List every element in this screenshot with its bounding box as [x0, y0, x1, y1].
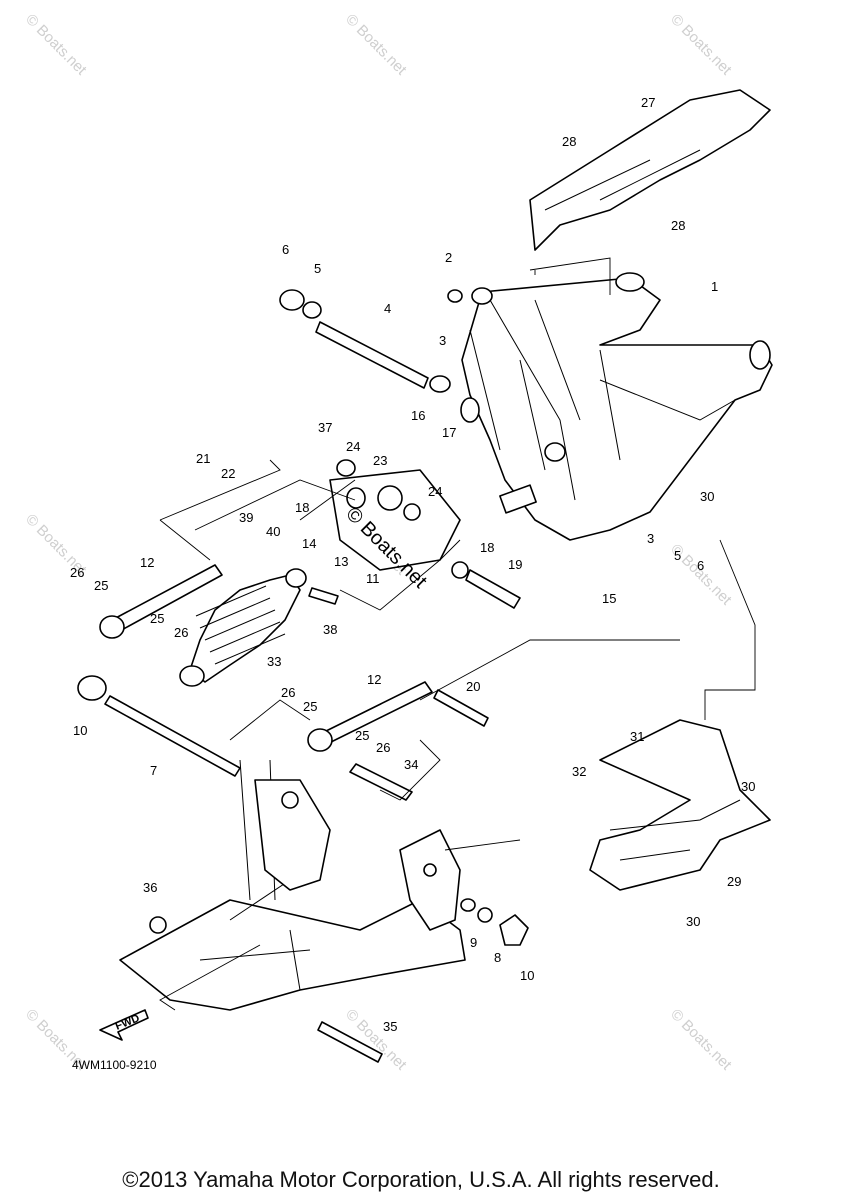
fwd-label: FWD: [114, 1012, 142, 1033]
leader-lines: [159, 257, 756, 1011]
callout-label: 22: [221, 466, 235, 481]
callout-label: 27: [641, 95, 655, 110]
callout-label: 20: [466, 679, 480, 694]
callout-label: 29: [727, 874, 741, 889]
callout-label: 23: [373, 453, 387, 468]
fwd-arrow-icon: FWD: [99, 1009, 149, 1041]
callout-label: 37: [318, 420, 332, 435]
callout-label: 1: [711, 279, 718, 294]
chain-guard: [529, 89, 771, 251]
callout-label: 14: [302, 536, 316, 551]
swingarm-frame: [460, 272, 773, 541]
callout-label: 16: [411, 408, 425, 423]
callout-label: 5: [674, 548, 681, 563]
callout-label: 34: [404, 757, 418, 772]
callout-label: 5: [314, 261, 321, 276]
callout-label: 30: [686, 914, 700, 929]
sleeve-34: [349, 763, 413, 801]
callout-label: 10: [73, 723, 87, 738]
main-frame-lower: [119, 759, 529, 1063]
relay-arm: [329, 459, 521, 609]
callout-label: 28: [671, 218, 685, 233]
callout-label: 18: [480, 540, 494, 555]
callout-label: 30: [741, 779, 755, 794]
diagram-code: 4WM1100-9210: [72, 1058, 157, 1072]
callout-label: 26: [281, 685, 295, 700]
callout-label: 25: [303, 699, 317, 714]
callout-label: 17: [442, 425, 456, 440]
callout-label: 9: [470, 935, 477, 950]
watermark-text: © Boats.net: [342, 11, 410, 79]
callout-label: 25: [355, 728, 369, 743]
callout-label: 13: [334, 554, 348, 569]
callout-label: 21: [196, 451, 210, 466]
callout-label: 36: [143, 880, 157, 895]
callout-label: 4: [384, 301, 391, 316]
callout-label: 30: [700, 489, 714, 504]
callout-label: 18: [295, 500, 309, 515]
callout-label: 32: [572, 764, 586, 779]
callout-label: 15: [602, 591, 616, 606]
rear-shock: [179, 568, 339, 687]
callout-label: 12: [140, 555, 154, 570]
callout-label: 2: [445, 250, 452, 265]
callout-label: 31: [630, 729, 644, 744]
callout-label: 11: [366, 571, 380, 586]
swing-shaft-7: [77, 675, 241, 777]
pivot-shaft: [279, 289, 463, 393]
callout-label: 25: [150, 611, 164, 626]
callout-label: 8: [494, 950, 501, 965]
callout-label: 40: [266, 524, 280, 539]
callout-label: 33: [267, 654, 281, 669]
callout-label: 3: [439, 333, 446, 348]
callout-label: 24: [346, 439, 360, 454]
callout-label: 28: [562, 134, 576, 149]
chain-case-lower: [589, 719, 771, 891]
callout-labels: 1 2 3 4 5 6 3 5 6 7 8 9 10 10 11 12 12 1…: [70, 95, 755, 1034]
watermark-text: © Boats.net: [667, 1006, 735, 1074]
callout-label: 10: [520, 968, 534, 983]
callout-label: 12: [367, 672, 381, 687]
copyright-notice: ©2013 Yamaha Motor Corporation, U.S.A. A…: [122, 1167, 720, 1192]
callout-label: 6: [697, 558, 704, 573]
callout-label: 26: [70, 565, 84, 580]
connecting-rods: [99, 564, 489, 752]
callout-label: 35: [383, 1019, 397, 1034]
watermark-text: © Boats.net: [667, 11, 735, 79]
callout-label: 3: [647, 531, 654, 546]
watermark-text: © Boats.net: [22, 11, 90, 79]
callout-label: 24: [428, 484, 442, 499]
callout-label: 19: [508, 557, 522, 572]
callout-label: 25: [94, 578, 108, 593]
callout-label: 7: [150, 763, 157, 778]
callout-label: 26: [376, 740, 390, 755]
callout-label: 38: [323, 622, 337, 637]
callout-label: 6: [282, 242, 289, 257]
callout-label: 26: [174, 625, 188, 640]
callout-label: 39: [239, 510, 253, 525]
